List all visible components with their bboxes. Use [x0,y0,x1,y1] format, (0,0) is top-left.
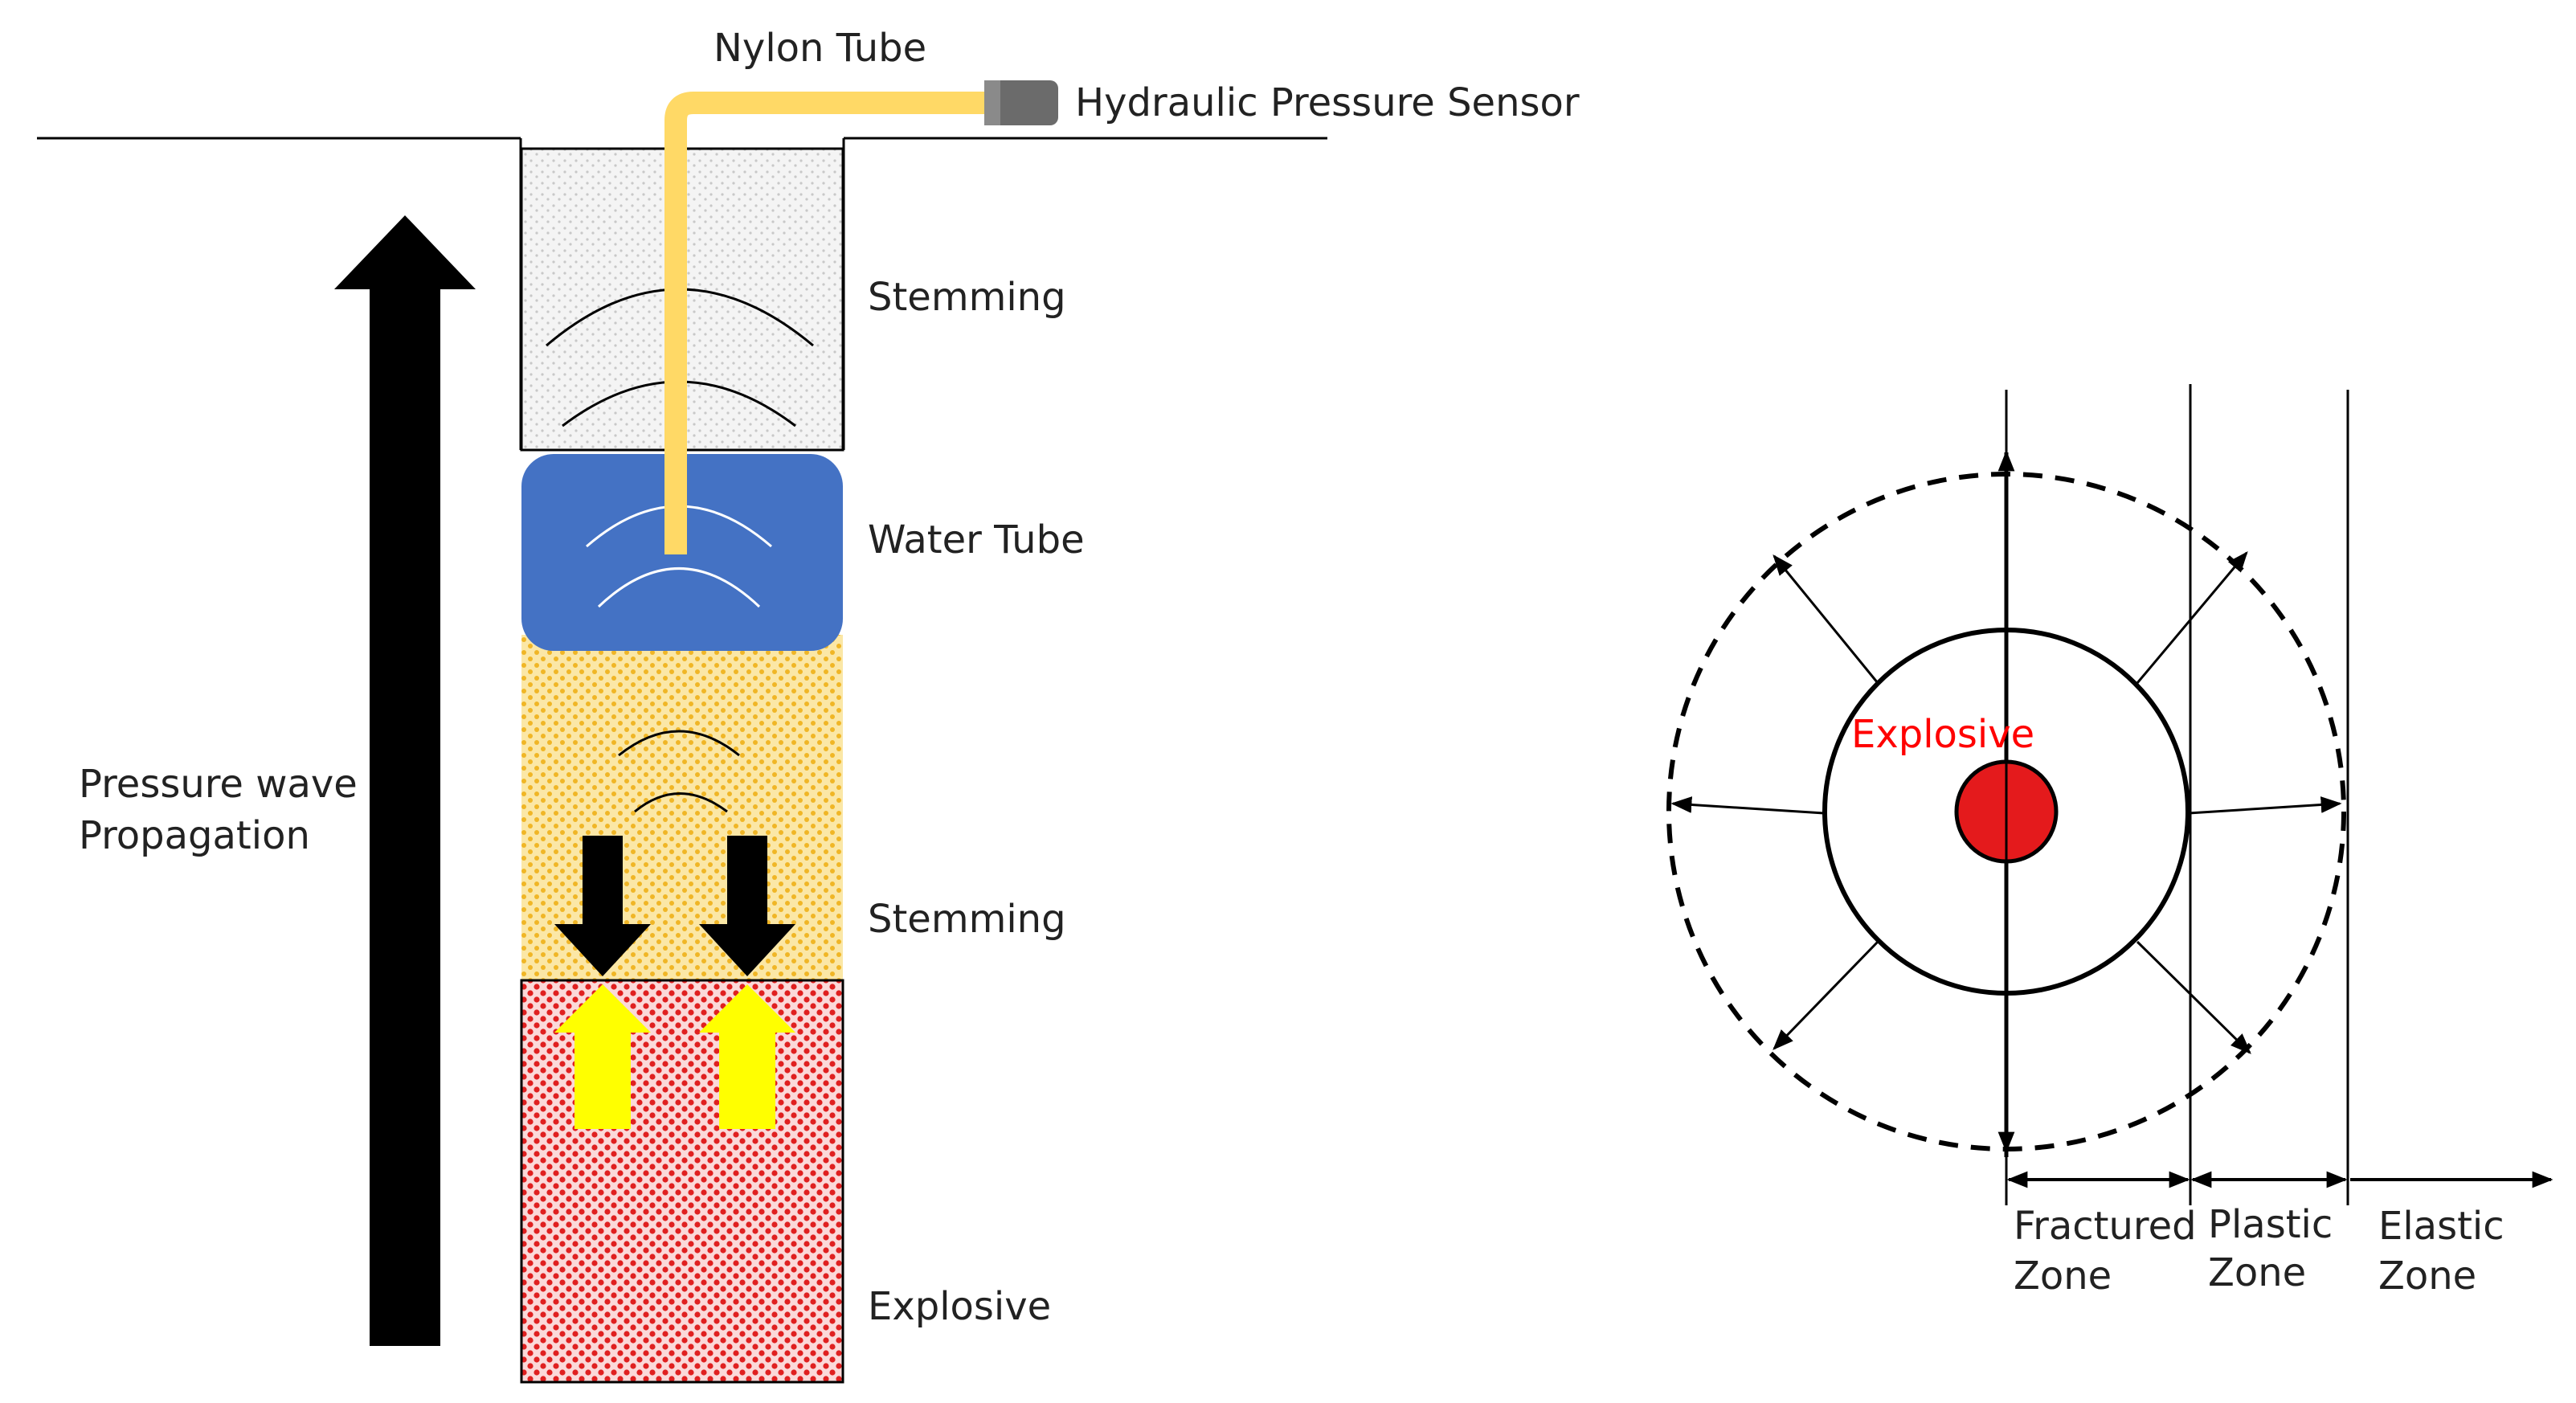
radial-arrow [1773,940,1879,1050]
down-arrow [554,836,651,976]
nylon-tube [664,92,988,554]
layer-label-water-tube: Water Tube [868,517,1085,562]
radial-arrow [2136,551,2248,684]
propagation-arrow [334,215,476,1346]
zone-label-elastic-line1: Elastic [2378,1204,2504,1249]
sensor-label: Hydraulic Pressure Sensor [1075,80,1580,125]
bottom-stemming-layer [521,635,843,980]
layer-label-stemming-bottom: Stemming [868,897,1066,942]
layer-label-explosive: Explosive [868,1284,1051,1329]
blast-zone-diagram: Explosive Fractured Zone Plastic Zone El… [1666,384,2554,1299]
zone-label-elastic-line2: Zone [2378,1254,2476,1299]
down-arrow [699,836,795,976]
zone-label-plastic-line1: Plastic [2208,1202,2333,1247]
zone-label-fractured-line1: Fractured [2014,1204,2197,1249]
propagation-label-line2: Propagation [79,813,310,858]
wave-arc [597,567,761,608]
pressure-sensor [984,80,1058,125]
pressure-sensor-cap [984,80,1000,125]
borehole-diagram: Nylon Tube Hydraulic Pressure Sensor Ste… [37,26,1580,1384]
wave-arc [634,792,728,813]
wave-arc [618,730,740,757]
zone-label-plastic-line2: Zone [2208,1250,2306,1295]
radial-arrow [1773,554,1879,684]
radial-arrow [2188,796,2342,815]
radial-arrow [2136,940,2251,1054]
up-arrow [554,984,651,1129]
zone-label-fractured-line2: Zone [2014,1254,2112,1299]
nylon-tube-label: Nylon Tube [714,26,926,71]
propagation-label-line1: Pressure wave [79,762,358,807]
explosive-core-label: Explosive [1851,712,2034,757]
layer-label-stemming-top: Stemming [868,275,1066,320]
up-arrow [699,984,795,1129]
explosive-layer [520,979,844,1384]
radial-arrow [1670,796,1825,815]
